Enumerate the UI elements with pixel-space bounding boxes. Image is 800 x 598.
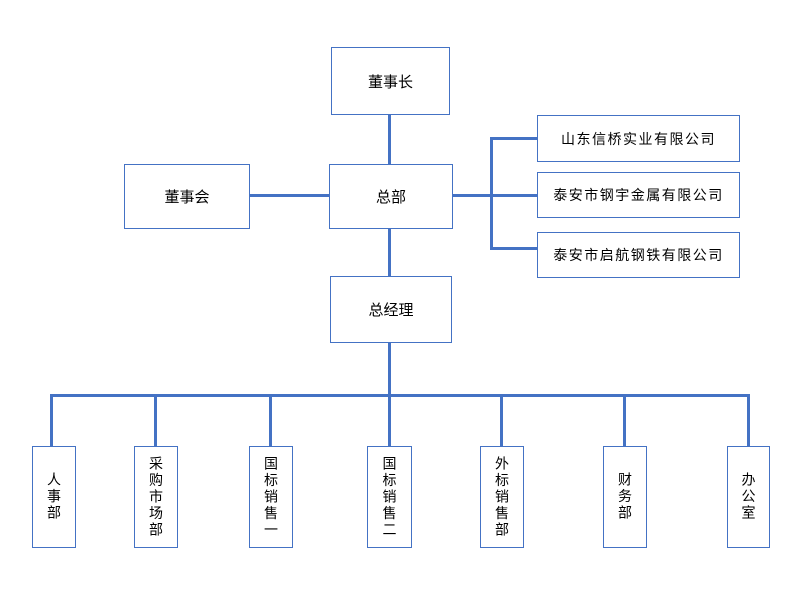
connector-drop-dept-6 [623, 394, 626, 446]
department-box-national-sales-1: 国标销售一 [249, 446, 293, 548]
department-box-national-sales-2: 国标销售二 [367, 446, 412, 548]
connector-chairman-headquarters [388, 114, 391, 165]
department-box-procurement-market: 采购市场部 [134, 446, 178, 548]
department-label-office: 办公室 [740, 472, 757, 522]
connector-drop-dept-2 [154, 394, 157, 446]
subsidiary-label-3: 泰安市启航钢铁有限公司 [553, 247, 724, 263]
connector-bracket-subsidiary-1 [490, 137, 537, 140]
board-box: 董事会 [124, 164, 250, 229]
connector-bracket-subsidiary-3 [490, 247, 537, 250]
department-label-finance: 财务部 [617, 472, 633, 522]
general-manager-box: 总经理 [330, 276, 452, 343]
connector-board-headquarters [249, 194, 330, 197]
subsidiary-box-3: 泰安市启航钢铁有限公司 [537, 232, 740, 278]
chairman-box: 董事长 [331, 47, 450, 115]
connector-drop-dept-1 [50, 394, 53, 446]
general-manager-label: 总经理 [368, 302, 414, 319]
connector-headquarters-general-manager [388, 228, 391, 277]
connector-subsidiaries-bracket [490, 137, 493, 250]
subsidiary-label-1: 山东信桥实业有限公司 [561, 130, 716, 147]
department-label-external-sales: 外标销售部 [494, 455, 510, 539]
connector-general-manager-bus [388, 342, 391, 396]
department-label-procurement-market: 采购市场部 [148, 455, 164, 539]
subsidiary-box-2: 泰安市钢宇金属有限公司 [537, 172, 740, 218]
connector-drop-dept-5 [500, 394, 503, 446]
connector-drop-dept-4 [388, 394, 391, 446]
headquarters-box: 总部 [329, 164, 453, 229]
department-label-hr: 人事部 [46, 472, 62, 522]
department-box-office: 办公室 [727, 446, 770, 548]
connector-drop-dept-3 [269, 394, 272, 446]
connector-headquarters-subsidiary-2 [452, 194, 537, 197]
department-label-national-sales-2: 国标销售二 [381, 455, 398, 539]
department-box-finance: 财务部 [603, 446, 647, 548]
connector-department-bus [50, 394, 750, 397]
subsidiary-label-2: 泰安市钢宇金属有限公司 [553, 187, 724, 203]
subsidiary-box-1: 山东信桥实业有限公司 [537, 115, 740, 162]
chairman-label: 董事长 [367, 73, 413, 91]
department-label-national-sales-1: 国标销售一 [263, 455, 279, 539]
department-box-hr: 人事部 [32, 446, 76, 548]
headquarters-label: 总部 [375, 189, 406, 206]
department-box-external-sales: 外标销售部 [480, 446, 524, 548]
connector-drop-dept-7 [747, 394, 750, 446]
board-label: 董事会 [164, 189, 210, 206]
